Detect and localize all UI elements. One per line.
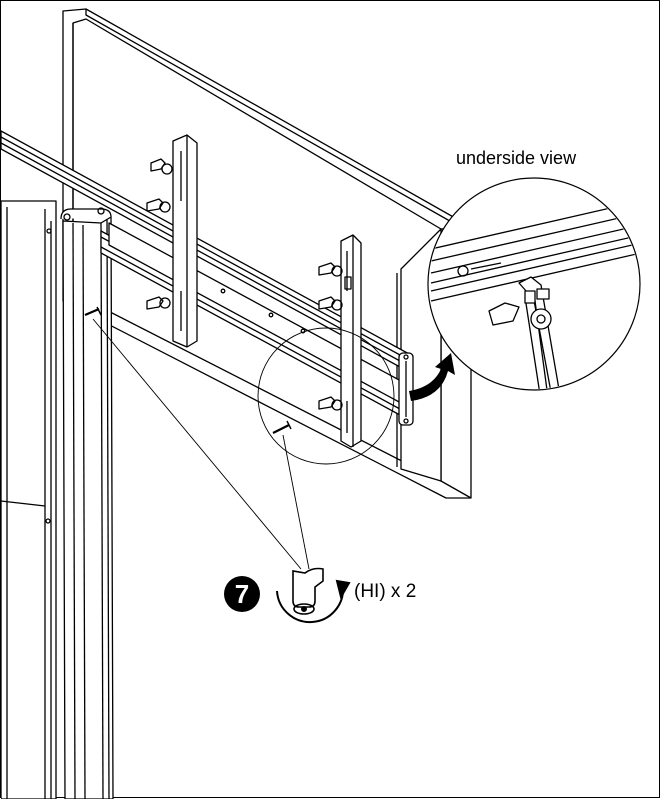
leader-line-right (282, 434, 310, 570)
curved-arrow-icon (409, 353, 455, 401)
step-number-badge: 7 (224, 576, 260, 612)
detail-circle-small (257, 327, 395, 465)
mounting-pole (1, 200, 114, 799)
underside-view-callout (427, 177, 641, 391)
leader-line-left (92, 318, 302, 570)
screw-left (84, 306, 102, 317)
bracket-right (318, 234, 362, 448)
screwdriver-rotate-icon (276, 567, 351, 623)
hardware-quantity-label: (HI) x 2 (354, 581, 417, 602)
screw-right (272, 420, 292, 434)
bracket-left (146, 134, 198, 348)
underside-view-label: underside view (456, 148, 577, 168)
